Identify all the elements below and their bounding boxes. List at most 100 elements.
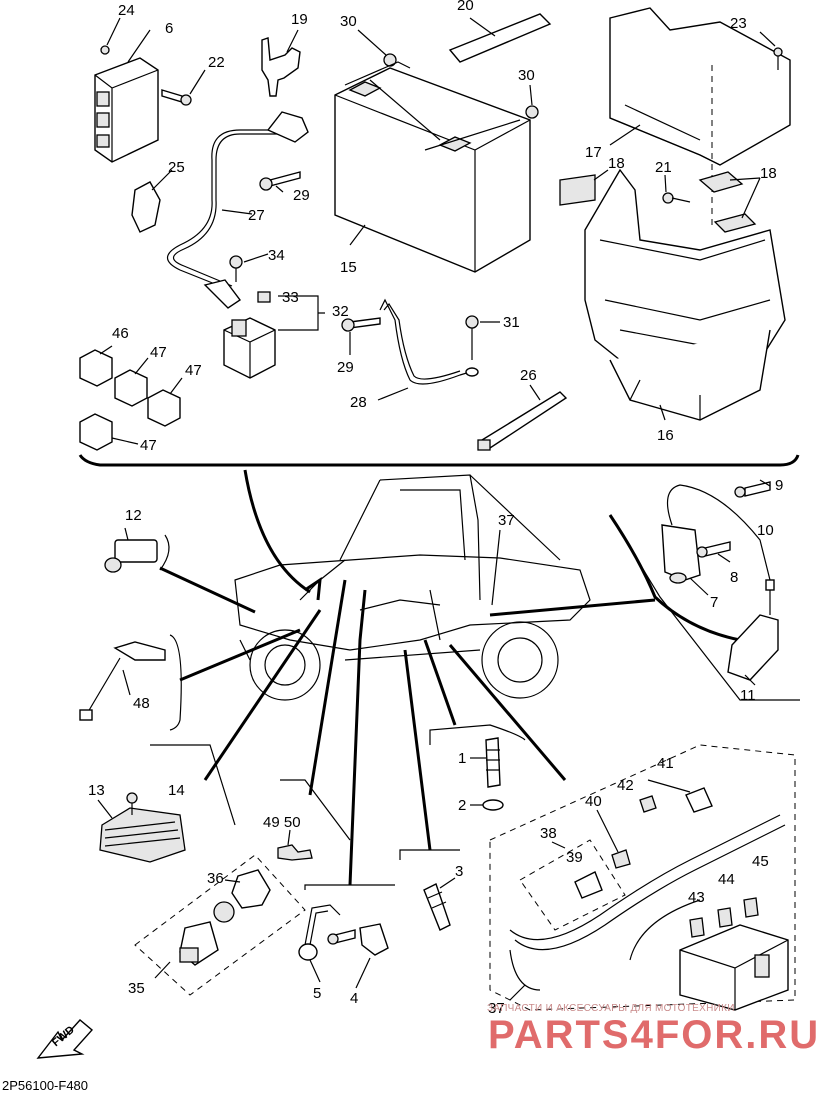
part-15-battery [334,61,531,273]
bracket-12 [159,534,170,571]
part-32-33-relay [223,291,325,379]
callout-35: 35 [128,980,145,997]
watermark-tagline: ЗАПЧАСТИ И АКСЕССУАРЫ ДЛЯ МОТОТЕХНИКИ [487,1003,735,1014]
part-22-bolt [161,69,206,106]
callout-16: 16 [657,427,674,444]
bracket-7-11 [609,514,800,701]
callout-14: 14 [168,782,185,799]
bracket-48 [169,634,182,731]
part-26-tie [477,384,568,451]
part-17-cover [609,7,791,230]
callout-41: 41 [657,755,674,772]
part-4-5-sensor [298,904,389,989]
part-25-clamp [131,169,173,233]
callout-17: 17 [585,144,602,161]
callout-33: 33 [282,289,299,306]
part-1-2-spark-plug [470,737,504,811]
callout-8: 8 [730,569,738,586]
part-16-battery-box [584,168,786,421]
part-35-36-switch [134,854,306,996]
callout-25: 25 [168,159,185,176]
part-28-cable [377,298,479,401]
callout-12: 12 [125,507,142,524]
part-12-sensor [104,527,158,573]
part-8-9-bolts [696,479,771,563]
watermark-logo: PARTS4FOR.RU [488,1013,820,1057]
part-11-plug-cap [727,579,779,686]
callout-48: 48 [133,695,150,712]
vehicle-outline [234,474,591,701]
bracket-4950 [280,779,351,841]
callout-4: 4 [350,990,358,1007]
part-48-sensor [79,641,166,721]
bracket-13 [150,744,236,826]
fwd-arrow [36,1019,94,1059]
callout-43: 43 [688,889,705,906]
callout-21: 21 [655,159,672,176]
callout-39: 39 [566,849,583,866]
bracket-1 [429,724,526,745]
callout-13: 13 [88,782,105,799]
callout-31: 31 [503,314,520,331]
diagram-code: 2P56100-F480 [2,1078,89,1093]
callout-22: 22 [208,54,225,71]
top-section-bracket [78,454,800,467]
callout-15: 15 [340,259,357,276]
part-18-pads [559,169,761,233]
part-37-harness [489,744,796,1011]
callout-11: 11 [740,687,756,704]
callout-30b: 30 [518,67,535,84]
callout-19: 19 [291,11,308,28]
callout-9: 9 [775,477,783,494]
part-27-cable [166,111,309,309]
part-31-bolt [465,315,500,360]
callout-23: 23 [730,15,747,32]
callout-32: 32 [332,303,349,320]
callout-18b: 18 [760,165,777,182]
part-6-ecu [94,29,159,163]
part-30-nuts [357,29,539,119]
callout-46: 46 [112,325,129,342]
callout-30: 30 [340,13,357,30]
callout-47c: 47 [140,437,157,454]
callout-38: 38 [540,825,557,842]
callout-40: 40 [585,793,602,810]
part-20-strap [448,13,552,63]
part-29-bolts [259,171,381,355]
part-49-50-key [277,829,313,861]
callout-26: 26 [520,367,537,384]
callout-27: 27 [248,207,265,224]
callout-5: 5 [313,985,321,1002]
callout-37b: 37 [488,1000,505,1017]
callout-36: 36 [207,870,224,887]
callout-45: 45 [752,853,769,870]
bracket-45 [304,884,395,890]
callout-3: 3 [455,863,463,880]
part-21-bolt [662,174,691,204]
callout-2: 2 [458,797,466,814]
callout-1: 1 [458,750,466,767]
part-46-47-connectors [79,345,183,451]
callout-34: 34 [268,247,285,264]
part-24-screw [100,17,121,55]
callout-44: 44 [718,871,735,888]
callout-37a: 37 [498,512,515,529]
callout-28: 28 [350,394,367,411]
callout-29a: 29 [293,187,310,204]
leader-lines [159,469,741,886]
part-19-clip [261,29,301,97]
callout-18a: 18 [608,155,625,172]
part-34-bolt [229,253,269,282]
part-23-bolt [759,31,783,70]
callout-42: 42 [617,777,634,794]
callout-29b: 29 [337,359,354,376]
parts-diagram: 24 6 19 30 20 23 22 30 17 18 21 18 25 29… [36,0,800,1059]
callout-47a: 47 [150,344,167,361]
callout-20: 20 [457,0,474,14]
callout-24: 24 [118,2,135,19]
callout-7: 7 [710,594,718,611]
bracket-3 [399,849,460,860]
part-13-rectifier [97,792,186,863]
callout-4950: 49 50 [263,814,301,831]
callout-6: 6 [165,20,173,37]
